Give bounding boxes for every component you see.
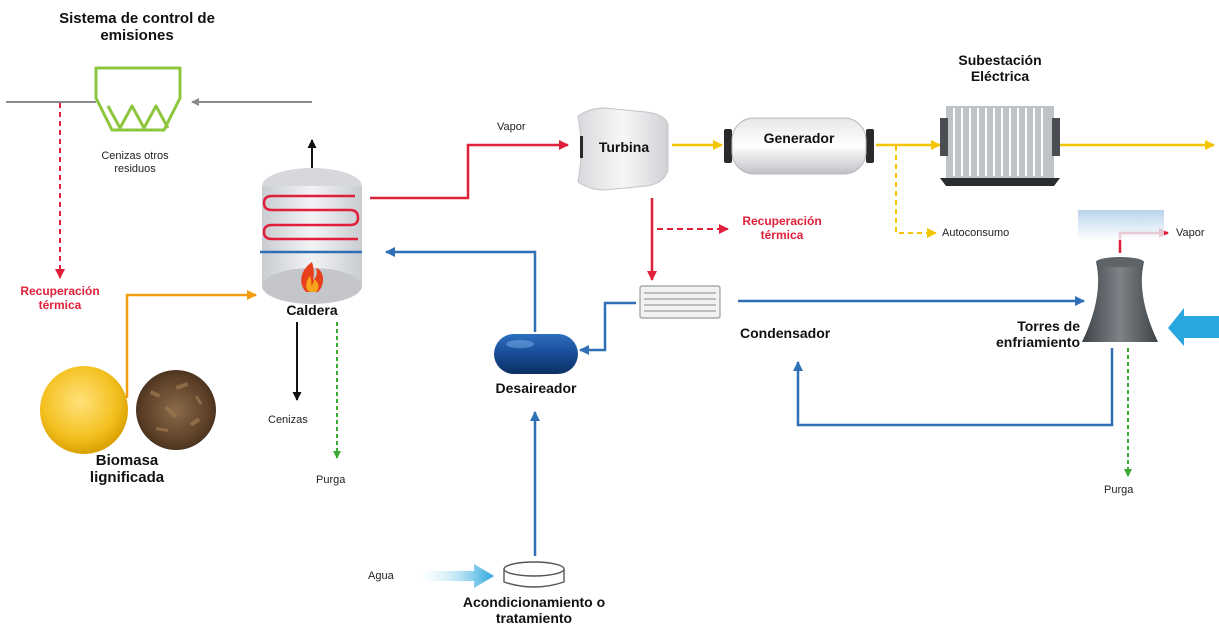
heat-recovery-left-label: Recuperación térmica	[20, 284, 100, 313]
heat-recovery-center-label: Recuperación térmica	[742, 214, 822, 243]
cooling-tower-icon	[1078, 210, 1164, 342]
substation-label: Subestación Eléctrica	[958, 52, 1042, 85]
condenser-label: Condensador	[740, 325, 831, 341]
condenser-icon	[639, 285, 721, 319]
boiler-icon	[260, 168, 362, 304]
cooling-water-return-line	[793, 348, 1114, 427]
treatment-tank-icon	[503, 561, 565, 588]
self-consumption-label: Autoconsumo	[942, 227, 1010, 239]
biomass-label: Biomasa lignificada	[89, 452, 165, 487]
filter-icon	[94, 66, 182, 132]
boiler-label: Caldera	[286, 302, 338, 318]
flame-icon	[301, 262, 324, 292]
generator-label: Generador	[763, 130, 835, 146]
water-inlet-arrow	[412, 564, 494, 588]
wood-chips-icon	[136, 370, 216, 450]
transformer-icon	[940, 106, 1060, 186]
steam-line	[370, 140, 569, 200]
ash-label: Cenizas	[268, 414, 308, 426]
condensate-line	[579, 301, 636, 355]
cooling-water-inlet-arrow	[1168, 308, 1219, 346]
steam-right-label: Vapor	[1176, 227, 1205, 239]
steam-label: Vapor	[497, 121, 526, 133]
emission-control-label: Sistema de control de emisiones	[59, 10, 215, 45]
feedwater-line	[385, 247, 537, 332]
pellet-icon	[40, 366, 128, 454]
fuel-line	[125, 290, 257, 398]
treatment-label: Acondicionamiento o tratamiento	[462, 594, 606, 627]
water-label: Agua	[368, 570, 394, 582]
purge-right-label: Purga	[1104, 484, 1134, 496]
wood-chips-texture	[149, 382, 203, 433]
generator-icon	[724, 117, 874, 175]
self-consumption-line	[895, 146, 937, 238]
purge-left-label: Purga	[316, 474, 346, 486]
turbine-icon	[577, 107, 669, 191]
deaerator-tank-icon	[494, 334, 578, 374]
ash-residue-label: Cenizas otros residuos	[101, 150, 169, 176]
cooling-towers-label: Torres de enfriamiento	[995, 318, 1080, 351]
turbine-label: Turbina	[598, 139, 650, 155]
deaerator-label: Desaireador	[495, 380, 577, 396]
